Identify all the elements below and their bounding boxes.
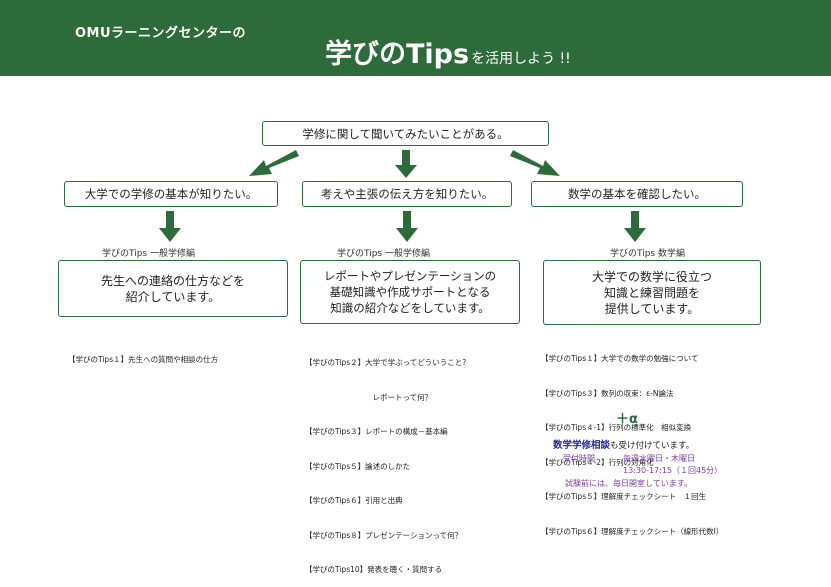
list-item[interactable]: 【学びのTips10】発表を聴く・質問する xyxy=(305,565,443,574)
category-label-basics: 学びのTips 一般学修編 xyxy=(102,249,195,259)
question-box-math: 数学の基本を確認したい。 xyxy=(531,181,743,207)
list-item[interactable]: 【学びのTips５】論述のしかた xyxy=(305,461,411,471)
consultation-name: 数学学修相談 xyxy=(553,440,611,451)
list-item[interactable]: 【学びのTips８】プレゼンテーションって何？ xyxy=(305,530,463,540)
list-item[interactable]: 【学びのTips４-2】行列の対角化 xyxy=(541,457,654,467)
description-expression: レポートやプレゼンテーションの 基礎知識や作成サポートとなる 知識の紹介などをし… xyxy=(323,269,497,315)
header-subtitle: OMUラーニングセンターの xyxy=(75,26,247,41)
arrow-down-center xyxy=(396,211,418,242)
question-math: 数学の基本を確認したい。 xyxy=(568,187,706,201)
top-question: 学修に関して聞いてみたいことがある。 xyxy=(302,126,509,141)
flow-arrows xyxy=(159,150,646,242)
plus-alpha: ＋α xyxy=(616,412,638,427)
list-item[interactable]: 【学びのTips２】大学で学ぶってどういうこと? xyxy=(305,358,467,367)
question-box-expression: 考えや主張の伝え方を知りたい。 xyxy=(302,181,512,207)
question-expression: 考えや主張の伝え方を知りたい。 xyxy=(320,187,494,201)
description-math: 大学での数学に役立つ 知識と練習問題を 提供しています。 xyxy=(591,269,712,316)
list-item[interactable]: 【学びのTips３】レポートの構成－基本編 xyxy=(305,427,448,436)
description-basics: 先生への連絡の仕方などを 紹介しています。 xyxy=(100,273,245,304)
list-item[interactable]: 【学びのTips１】先生への質問や相談の仕方 xyxy=(68,355,219,364)
exam-note: 試験前には、毎日開室しています。 xyxy=(565,479,692,488)
header-title: 学びのTips xyxy=(325,39,470,70)
consultation-text: も受け付けています。 xyxy=(610,441,695,451)
arrow-top-right xyxy=(510,150,560,176)
reception-hours: 13:30-17:15（１回45分） xyxy=(623,466,723,475)
arrow-top-center xyxy=(395,150,417,178)
description-box-expression: レポートやプレゼンテーションの 基礎知識や作成サポートとなる 知識の紹介などをし… xyxy=(300,260,520,324)
list-item[interactable]: 【学びのTips３】数列の収束：ε-N論法 xyxy=(541,388,674,398)
list-item[interactable]: 【学びのTips６】引用と出典 xyxy=(305,496,403,505)
description-box-basics: 先生への連絡の仕方などを 紹介しています。 xyxy=(58,260,288,317)
category-label-math: 学びのTips 数学編 xyxy=(610,249,685,259)
category-label-expression: 学びのTips 一般学修編 xyxy=(337,249,430,259)
list-item[interactable]: 【学びのTips４-1】行列の標準化 相似変換 xyxy=(541,423,692,432)
arrow-down-right xyxy=(624,211,646,242)
list-item[interactable]: 【学びのTips５】理解度チェックシート １回生 xyxy=(541,492,707,501)
reception-label: 受付時間 xyxy=(563,454,595,463)
consultation-line: 数学学修相談も受け付けています。 xyxy=(553,437,694,451)
tips-list-expression: 【学びのTips２】大学で学ぶってどういうこと? レポートって何？ 【学びのTi… xyxy=(305,334,466,587)
list-item[interactable]: 【学びのTips６】理解度チェックシート（線形代数Ⅰ） xyxy=(541,526,724,536)
arrow-down-left xyxy=(159,211,181,242)
description-box-math: 大学での数学に役立つ 知識と練習問題を 提供しています。 xyxy=(543,260,761,325)
list-item: レポートって何？ xyxy=(305,392,433,402)
reception-days: 毎週水曜日・木曜日 xyxy=(623,454,695,463)
arrow-top-left xyxy=(249,150,299,176)
top-question-box: 学修に関して聞いてみたいことがある。 xyxy=(262,121,549,146)
tips-list-basics: 【学びのTips１】先生への質問や相談の仕方 xyxy=(68,331,218,377)
header-title-suffix: を活用しよう !! xyxy=(471,51,571,67)
question-basics: 大学での学修の基本が知りたい。 xyxy=(84,187,258,201)
list-item[interactable]: 【学びのTips１】大学での数学の勉強について xyxy=(541,354,699,363)
question-box-basics: 大学での学修の基本が知りたい。 xyxy=(64,181,278,207)
